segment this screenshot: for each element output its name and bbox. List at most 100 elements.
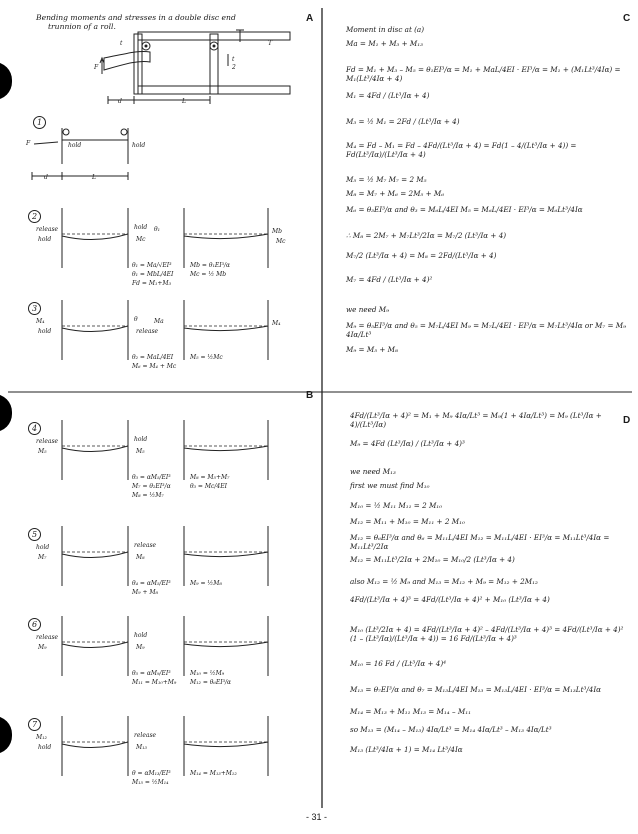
- panel-c-line: M₃ = ½ M₁ = 2Fd / (Lt³/Iα + 4): [346, 117, 460, 126]
- panel-c-line: M₄ = Fd – M₁ = Fd – 4Fd/(Lt³/Iα + 4) = F…: [346, 141, 577, 159]
- top-label-t: t: [120, 40, 123, 47]
- panel-d-line: M₁₃ = θ₇EI³/α and θ₇ = M₁₃L/4EI M₁₃ = M₁…: [350, 685, 602, 694]
- step5-label: release: [134, 542, 157, 549]
- step5-label: hold: [36, 544, 50, 551]
- step2-equation: Mb = θ₁EI³/α: [190, 262, 231, 269]
- step6-label: M₉: [38, 644, 47, 651]
- step4-equation: M₈ = ½M₇: [132, 492, 164, 499]
- panel-d-line: M₁₃ (Lt³/4Iα + 1) = M₁₄ Lt³/4Iα: [350, 745, 463, 754]
- page-number: - 31 -: [306, 812, 328, 822]
- step3-equation: θ₂ = MaL/4EI: [132, 354, 174, 361]
- panel-c-line: M₆ = θ₃EI³/α and θ₃ = M₆L/4EI M₅ = M₆L/4…: [346, 205, 583, 214]
- panel-c-line: Ma = M₁ + M₃ + M₁₃: [346, 39, 424, 48]
- title-line-1: Bending moments and stresses in a double…: [36, 13, 236, 22]
- deflection-curve: [183, 233, 269, 240]
- step5-equation: M₉ = ½M₈: [190, 580, 222, 587]
- panel-c-line: Moment in disc at (a): [346, 25, 425, 34]
- step3-label: M₄: [272, 320, 281, 327]
- step3-number: 3: [28, 302, 41, 315]
- panel-c-line: M₉ = M₅ + M₈: [346, 345, 398, 354]
- binder-hole: [0, 394, 12, 432]
- step2-equation: Mc = ½ Mb: [190, 271, 227, 278]
- step6-label: hold: [134, 632, 148, 639]
- step4-label: release: [36, 438, 59, 445]
- panel-c-line: M₇/2 (Lt³/Iα + 4) = M₈ = 2Fd/(Lt³/Iα + 4…: [346, 251, 497, 260]
- step4-label: M₅: [38, 448, 47, 455]
- panel-d-line: 4Fd/(Lt³/Iα + 4)³ = 4Fd/(Lt³/Iα + 4)² + …: [350, 595, 550, 604]
- step2-label: Mc: [276, 238, 286, 245]
- step2-label: θ₁: [154, 226, 161, 233]
- deflection-curve: [61, 445, 129, 453]
- top-label-d: d: [118, 98, 122, 105]
- panel-d-line: M₁₂ = M₁₁Lt³/2Iα + 2M₁₀ = M₁₀/2 (Lt³/Iα …: [350, 555, 515, 564]
- step5-number: 5: [28, 528, 41, 541]
- step3-equation: M₆ = M₄ + Mc: [132, 363, 177, 370]
- deflection-curve: [61, 325, 129, 333]
- panel-c-line: M₈ = M₇ + M₆ = 2M₅ + M₆: [346, 189, 445, 198]
- step1-label-L: L: [92, 174, 96, 181]
- step7-label: release: [134, 732, 157, 739]
- step6-equation: M₁₀ = ½M₉: [190, 670, 225, 677]
- step4-equation: θ₃ = Mc/4EI: [190, 483, 227, 490]
- step6-label: release: [36, 634, 59, 641]
- panel-letter-c: C: [623, 13, 631, 24]
- panel-letter-b: B: [306, 390, 314, 401]
- page-title: Bending moments and stresses in a double…: [36, 13, 236, 31]
- step3-equation: M₅ = ½Mc: [190, 354, 223, 361]
- step6-equation: M₁₁ = M₁₀+M₉: [132, 679, 177, 686]
- step4-label: hold: [134, 436, 148, 443]
- top-label-F: F: [94, 64, 99, 71]
- binder-hole: [0, 716, 12, 754]
- step5-label: M₇: [38, 554, 47, 561]
- step2-equation: θ₁ = MbL/4EI: [132, 271, 174, 278]
- deflection-curve: [61, 741, 129, 749]
- step3-label: hold: [38, 328, 52, 335]
- step3-label: M₄: [36, 318, 45, 325]
- title-line-2: trunnion of a roll.: [48, 22, 116, 31]
- panel-d-line: M₁₀ (Lt³/2Iα + 4) = 4Fd/(Lt³/Iα + 4)² – …: [350, 625, 624, 643]
- step4-equation: M₈ = M₅+M₇: [190, 474, 230, 481]
- step5-label: M₈: [136, 554, 145, 561]
- step7-number: 7: [28, 718, 41, 731]
- deflection-curve: [183, 551, 269, 558]
- step6-equation: θ₅ = αM₉/EI³: [132, 670, 171, 677]
- step1-label-hold-b: hold: [132, 142, 146, 149]
- step1-label-hold-a: hold: [68, 142, 82, 149]
- deflection-curve: [61, 641, 129, 649]
- panel-d-line: M₁₀ = 16 Fd / (Lt³/Iα + 4)⁴: [350, 659, 447, 668]
- panel-c-line: M₁ = 4Fd / (Lt³/Iα + 4): [346, 91, 430, 100]
- step1-label-d: d: [44, 174, 48, 181]
- step4-equation: θ₃ = αM₅/EI³: [132, 474, 171, 481]
- panel-c-line: Fd = M₁ + M₃ – M₅ = θ₁EI³/α = M₁ + MaL/4…: [346, 65, 621, 83]
- step4-label: M₅: [136, 448, 145, 455]
- top-label-L: L: [182, 98, 186, 105]
- binder-hole: [0, 62, 12, 100]
- trunnion-sketch: [99, 29, 291, 104]
- deflection-curve: [183, 641, 269, 648]
- deflection-curve: [183, 741, 269, 748]
- step7-label: hold: [38, 744, 52, 751]
- panel-d-line: M₁₀ = ½ M₁₁ M₁₁ = 2 M₁₀: [350, 501, 443, 510]
- panel-d-line: M₁₂ = θ₆EI³/α and θ₆ = M₁₁L/4EI M₁₂ = M₁…: [350, 533, 610, 551]
- deflection-curve: [61, 551, 129, 559]
- step1-sketch: [31, 128, 129, 180]
- step4-equation: M₇ = θ₂EI³/α: [132, 483, 171, 490]
- step7-label: M₁₃: [136, 744, 147, 751]
- step6-equation: M₁₂ = θ₆EI³/α: [190, 679, 232, 686]
- step2-label: Mb: [272, 228, 282, 235]
- top-label-2: 2: [232, 64, 236, 71]
- step2-number: 2: [28, 210, 41, 223]
- step3-label: release: [136, 328, 159, 335]
- panel-d-line: M₉ = 4Fd (Lt³/Iα) / (Lt³/Iα + 4)³: [350, 439, 465, 448]
- top-label-T: T: [268, 40, 273, 47]
- step2-equation: θ₁ = Ma/√EI³: [132, 262, 172, 269]
- step5-equation: M₉ + M₈: [132, 589, 158, 596]
- step4-number: 4: [28, 422, 41, 435]
- panel-letter-d: D: [623, 415, 631, 426]
- step6-number: 6: [28, 618, 41, 631]
- step2-label: Mc: [136, 236, 146, 243]
- step7-equation: M₁₅ = ½M₁₄: [132, 779, 169, 786]
- panel-d-line: M₁₄ = M₁₃ + M₁₁ M₁₃ = M₁₄ – M₁₁: [350, 707, 471, 716]
- step5-equation: θ₄ = αM₅/EI³: [132, 580, 171, 587]
